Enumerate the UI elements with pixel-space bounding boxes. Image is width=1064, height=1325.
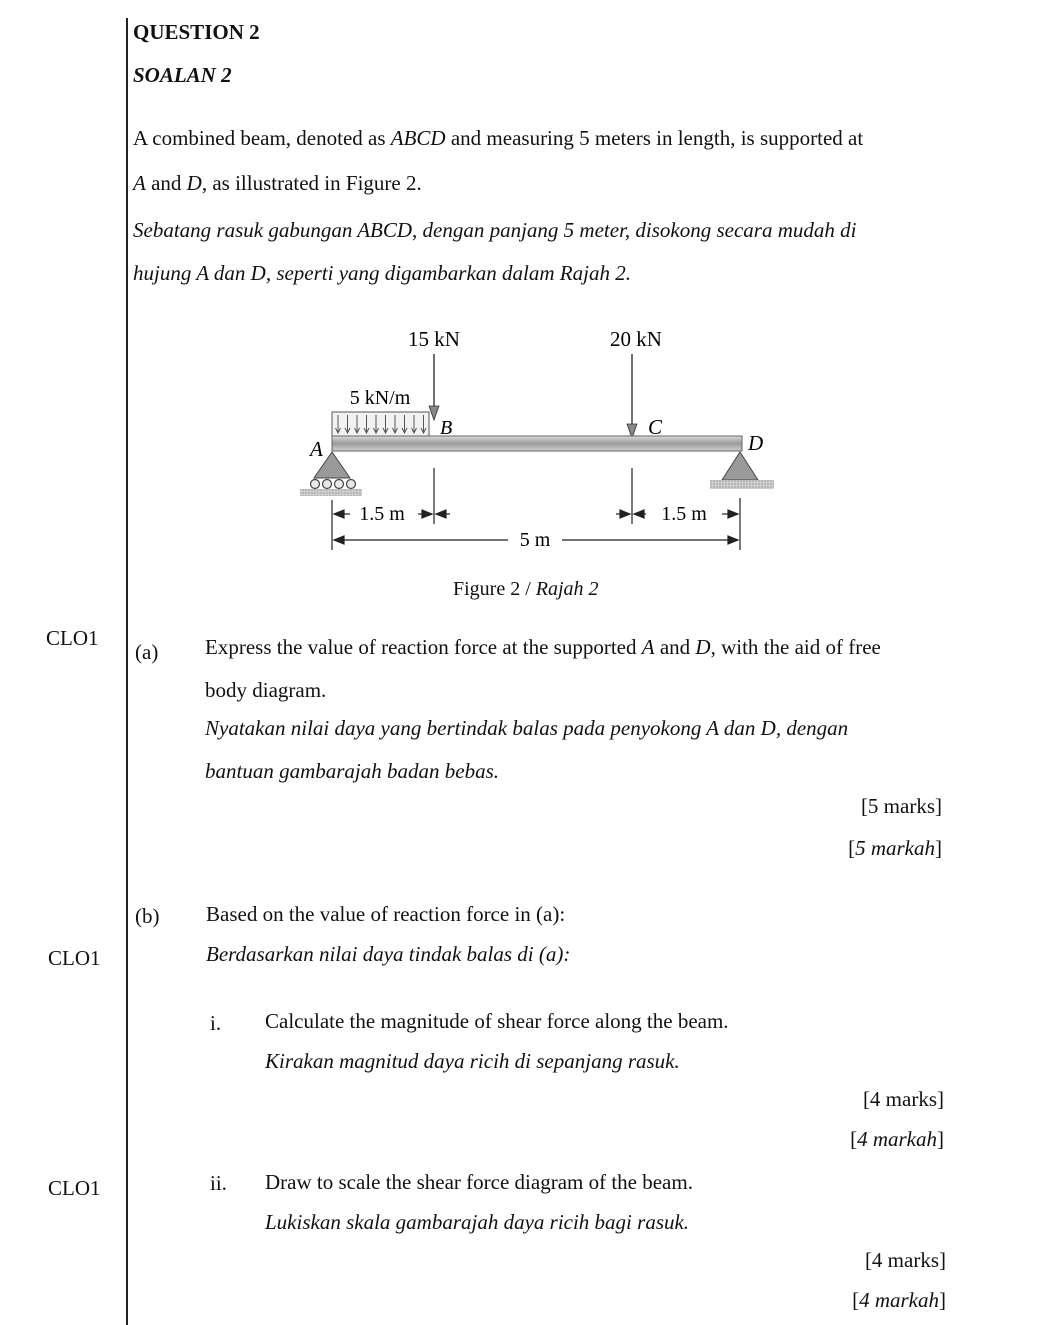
udl-arrow-head [363,427,370,435]
sub-ii-text-ms: Lukiskan skala gambarajah daya ricih bag… [265,1210,690,1234]
intro-line-2: A and D, as illustrated in Figure 2. [133,171,422,195]
intro-ms-line-2: hujung A dan D, seperti yang digambarkan… [133,261,631,285]
load-c-label: 20 kN [610,327,662,351]
part-a-line-2: body diagram. [205,678,327,702]
dimension-lines [331,468,741,550]
clo-label-b: CLO1 [48,946,101,970]
intro-line-1: A combined beam, denoted as ABCD and mea… [133,126,864,150]
roller-support-a [300,451,362,496]
sub-i-label: i. [210,1011,222,1035]
sub-ii-marks: [4 marks] [864,1248,946,1272]
udl-arrow-head [373,427,379,435]
part-a-ms-line-1: Nyatakan nilai daya yang bertindak balas… [205,716,849,740]
figure-caption: Figure 2 / Rajah 2 [453,578,599,600]
udl-arrow-head [344,427,351,435]
intro-ms-line-1: Sebatang rasuk gabungan ABCD, dengan pan… [133,218,857,242]
udl-arrow-head [411,427,417,435]
load-c-arrow [626,354,638,440]
margin-line [126,18,128,1325]
sub-ii-text: Draw to scale the shear force diagram of… [265,1170,693,1194]
part-b-text: Based on the value of reaction force in … [206,902,566,926]
dim-ab-label: 1.5 m [359,503,405,525]
sub-ii-marks-ms: [4 markah] [852,1288,946,1312]
dim-cd-label: 1.5 m [661,503,707,525]
dim-total-label: 5 m [520,529,551,551]
udl-arrow-head [420,427,427,435]
part-a-label: (a) [135,640,159,664]
sub-i-marks-ms: [4 markah] [850,1127,944,1151]
beam-figure: 15 kN 20 kN 5 kN/m A B C D [300,327,774,551]
point-b-label: B [440,417,452,439]
udl-arrow-head [382,427,389,435]
part-b-label: (b) [135,904,160,928]
clo-label-a: CLO1 [46,626,99,650]
udl-block [331,411,430,437]
part-b-text-ms: Berdasarkan nilai daya tindak balas di (… [206,942,571,966]
point-a-label: A [308,437,323,461]
udl-arrow-head [392,427,398,435]
part-a-marks: [5 marks] [860,794,942,818]
sub-i-text-ms: Kirakan magnitud daya ricih di sepanjang… [265,1049,680,1073]
beam [331,435,743,452]
part-a-ms-line-2: bantuan gambarajah badan bebas. [205,759,499,783]
udl-arrow-head [401,427,408,435]
part-a-marks-ms: [5 markah] [848,836,942,860]
load-b-arrow [428,354,440,422]
pin-support-d [710,451,774,489]
clo-label-b-ii: CLO1 [48,1176,101,1200]
point-c-label: C [648,415,663,439]
point-d-label: D [747,431,763,455]
sub-ii-label: ii. [210,1171,227,1195]
load-b-label: 15 kN [408,327,460,351]
udl-arrow-head [354,427,360,435]
question-title: QUESTION 2 [133,20,260,44]
question-title-ms: SOALAN 2 [133,63,232,87]
sub-i-marks: [4 marks] [862,1087,944,1111]
part-a-line-1: Express the value of reaction force at t… [205,635,881,659]
sub-i-text: Calculate the magnitude of shear force a… [265,1009,729,1033]
udl-label: 5 kN/m [350,387,411,409]
udl-arrow-head [335,427,341,435]
